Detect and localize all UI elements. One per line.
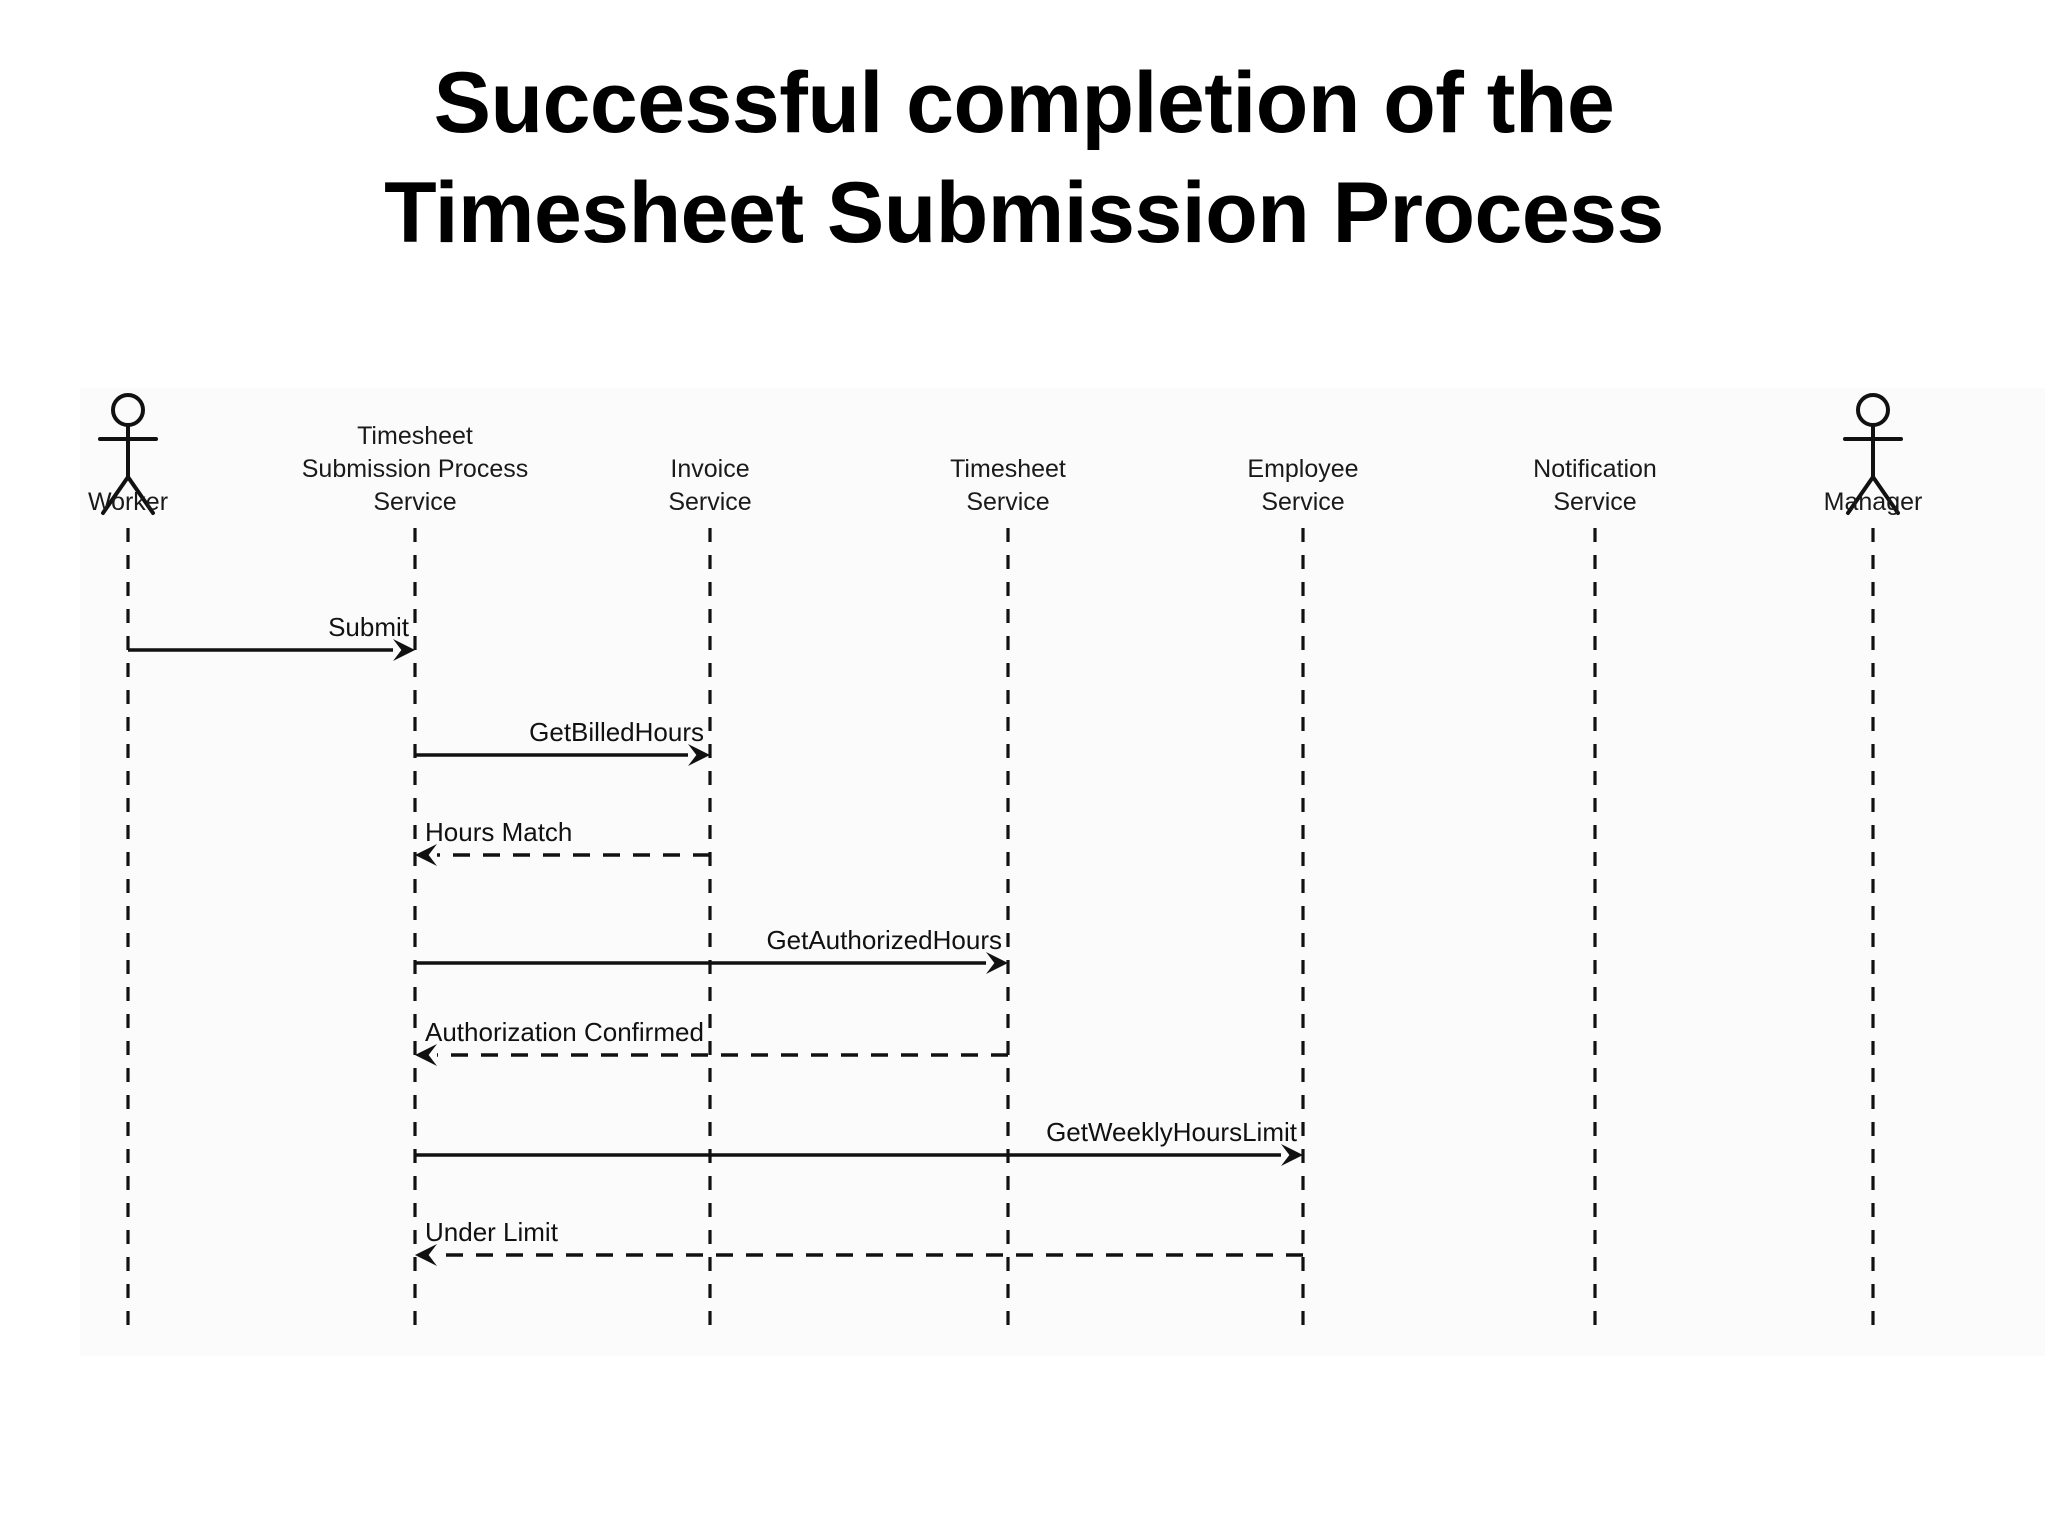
actor-leg-right-icon bbox=[1871, 475, 1900, 515]
participant-label-manager: Manager bbox=[1824, 488, 1923, 516]
message-label-3: Hours Match bbox=[425, 817, 572, 847]
participant-label-worker: Worker bbox=[88, 488, 168, 516]
actor-leg-right-icon bbox=[126, 475, 155, 515]
title-line-1: Successful completion of the bbox=[433, 55, 1615, 151]
actor-head-icon bbox=[111, 393, 145, 427]
message-arrowhead-6 bbox=[1281, 1144, 1303, 1166]
message-6: GetWeeklyHoursLimit bbox=[415, 1117, 1303, 1166]
participant-label-notification: Notification bbox=[1533, 455, 1657, 483]
participant-label-tsps: Submission Process bbox=[302, 455, 528, 483]
message-arrowhead-1 bbox=[393, 639, 415, 661]
page-title: Successful completion of the Timesheet S… bbox=[0, 48, 2048, 268]
participant-label-tsps: Timesheet bbox=[357, 422, 473, 450]
participant-label-invoice: Invoice bbox=[670, 455, 749, 483]
actors-group bbox=[98, 393, 1903, 515]
actor-icon-manager bbox=[1843, 393, 1903, 515]
message-7: Under Limit bbox=[415, 1217, 1303, 1266]
actor-head-icon bbox=[1856, 393, 1890, 427]
message-5: Authorization Confirmed bbox=[415, 1017, 1008, 1066]
message-4: GetAuthorizedHours bbox=[415, 925, 1008, 974]
message-label-5: Authorization Confirmed bbox=[425, 1017, 704, 1047]
participant-label-timesheet: Service bbox=[966, 488, 1049, 516]
message-label-7: Under Limit bbox=[425, 1217, 559, 1247]
lifelines-group bbox=[126, 528, 1875, 1338]
actor-icon-worker bbox=[98, 393, 158, 515]
message-arrowhead-4 bbox=[986, 952, 1008, 974]
message-3: Hours Match bbox=[415, 817, 710, 866]
message-arrowhead-7 bbox=[415, 1244, 437, 1266]
participant-label-notification: Service bbox=[1553, 488, 1636, 516]
message-label-6: GetWeeklyHoursLimit bbox=[1046, 1117, 1298, 1147]
participant-label-employee: Employee bbox=[1247, 455, 1358, 483]
message-label-2: GetBilledHours bbox=[529, 717, 704, 747]
message-arrowhead-5 bbox=[415, 1044, 437, 1066]
message-arrowhead-3 bbox=[415, 844, 437, 866]
message-2: GetBilledHours bbox=[415, 717, 710, 766]
actor-leg-left-icon bbox=[1846, 475, 1875, 515]
participant-label-tsps: Service bbox=[373, 488, 456, 516]
title-line-2: Timesheet Submission Process bbox=[384, 165, 1664, 262]
participant-label-timesheet: Timesheet bbox=[950, 455, 1066, 483]
participant-label-invoice: Service bbox=[668, 488, 751, 516]
message-arrowhead-2 bbox=[688, 744, 710, 766]
participant-label-employee: Service bbox=[1261, 488, 1344, 516]
message-label-4: GetAuthorizedHours bbox=[766, 925, 1002, 955]
actor-leg-left-icon bbox=[101, 475, 130, 515]
message-1: Submit bbox=[128, 612, 415, 661]
message-label-1: Submit bbox=[328, 612, 410, 642]
